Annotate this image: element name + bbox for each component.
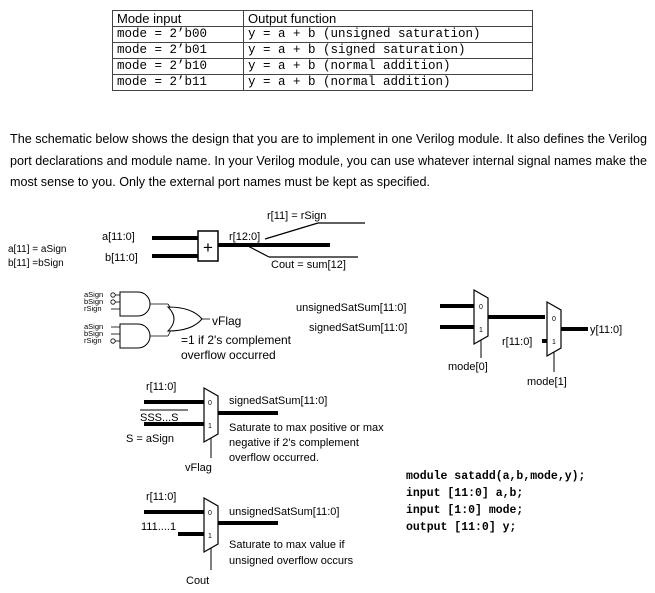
code-line: input [1:0] mode; [406, 504, 524, 517]
mode0-select-label: mode[0] [448, 361, 488, 373]
code-line: input [11:0] a,b; [406, 487, 524, 500]
mode1-mux [546, 300, 562, 358]
verilog-code-block: module satadd(a,b,mode,y); input [11:0] … [406, 468, 585, 536]
table-cell: y = a + b (normal addition) [243, 74, 533, 91]
vflag-logic: aSign bSign rSign aSign bSign rSign vFla… [84, 290, 292, 362]
b-input-label: b[11:0] [105, 252, 138, 264]
unsigned-sat-mux-block: r[11:0] 111....1 0 1 Cout unsignedSatSum… [141, 491, 354, 587]
cout-select-label: Cout [186, 575, 209, 587]
table-row: mode = 2’b01 y = a + b (signed saturatio… [112, 42, 533, 59]
table-header: Output function [243, 10, 533, 27]
a11-asign-label: a[11] = aSign [8, 244, 66, 255]
mux-port-0: 0 [552, 316, 556, 323]
code-line: module satadd(a,b,mode,y); [406, 470, 586, 483]
sss-input-label: SSS...S [140, 412, 179, 424]
gate2-input-label: bSign [84, 329, 103, 338]
mux-port-1: 1 [552, 339, 556, 346]
a-input-label: a[11:0] [102, 231, 135, 243]
r-input-label: r[11:0] [502, 336, 532, 348]
or-gate [166, 306, 203, 332]
unsigned-desc-2: unsigned overflow occurs [229, 555, 354, 567]
mux-port-0: 0 [479, 304, 483, 311]
table-cell: mode = 2’b10 [112, 58, 244, 75]
mode0-mux [473, 288, 489, 346]
mux-port-0: 0 [208, 510, 212, 517]
vflag-desc-1: =1 if 2's complement [181, 333, 292, 347]
mux-port-1: 1 [479, 327, 483, 334]
table-cell: mode = 2’b01 [112, 42, 244, 59]
r-output-label: r[12:0] [229, 231, 260, 243]
gate1-input-label: rSign [84, 304, 102, 313]
signed-sat-output-label: signedSatSum[11:0] [229, 395, 327, 407]
r11-rsign-label: r[11] = rSign [267, 210, 326, 222]
ones-input-label: 111....1 [141, 521, 176, 533]
y-output-label: y[11:0] [590, 324, 622, 336]
cout-label: Cout = sum[12] [271, 259, 346, 271]
b11-bsign-label: b[11] =bSign [8, 258, 64, 269]
table-header-row: Mode input Output function [112, 10, 533, 27]
signed-sat-mux [203, 386, 219, 444]
signed-desc-1: Saturate to max positive or max [229, 422, 384, 434]
plus-sign: + [203, 238, 213, 257]
r-input-label: r[11:0] [146, 381, 176, 393]
unsigned-sat-mux [203, 496, 219, 554]
mux-port-0: 0 [208, 400, 212, 407]
description-paragraph: The schematic below shows the design tha… [10, 132, 648, 189]
gate1-input-label: bSign [84, 297, 103, 306]
gate1-input-label: aSign [84, 290, 103, 299]
signed-desc-2: negative if 2's complement [229, 437, 359, 449]
mux-port-1: 1 [208, 533, 212, 540]
vflag-select-label: vFlag [185, 462, 212, 474]
gate2-input-label: rSign [84, 336, 102, 345]
signed-sat-input-label: signedSatSum[11:0] [309, 322, 407, 334]
gate2-input-label: aSign [84, 322, 103, 331]
mode1-select-label: mode[1] [527, 376, 567, 388]
r-input-label: r[11:0] [146, 491, 176, 503]
mux-port-1: 1 [208, 423, 212, 430]
table-row: mode = 2’b11 y = a + b (normal addition) [112, 74, 533, 91]
code-line: output [11:0] y; [406, 521, 517, 534]
table-cell: mode = 2’b11 [112, 74, 244, 91]
unsigned-sat-input-label: unsignedSatSum[11:0] [296, 302, 406, 314]
output-mux-block: unsignedSatSum[11:0] signedSatSum[11:0] … [296, 288, 622, 388]
and-gate-2 [119, 323, 151, 349]
vflag-desc-2: overflow occurred [181, 348, 276, 362]
unsigned-sat-output-label: unsignedSatSum[11:0] [229, 506, 339, 518]
signed-sat-mux-block: r[11:0] SSS...S S = aSign 0 1 vFlag sign… [126, 381, 384, 474]
vflag-label: vFlag [212, 314, 241, 328]
adder-block: r[11] = rSign a[11:0] b[11:0] a[11] = aS… [8, 210, 365, 271]
and-gate-1 [119, 291, 151, 317]
mode-table: Mode input Output function mode = 2’b00 … [112, 10, 533, 91]
s-asign-label: S = aSign [126, 433, 174, 445]
unsigned-desc-1: Saturate to max value if [229, 539, 346, 551]
signed-desc-3: overflow occurred. [229, 452, 319, 464]
